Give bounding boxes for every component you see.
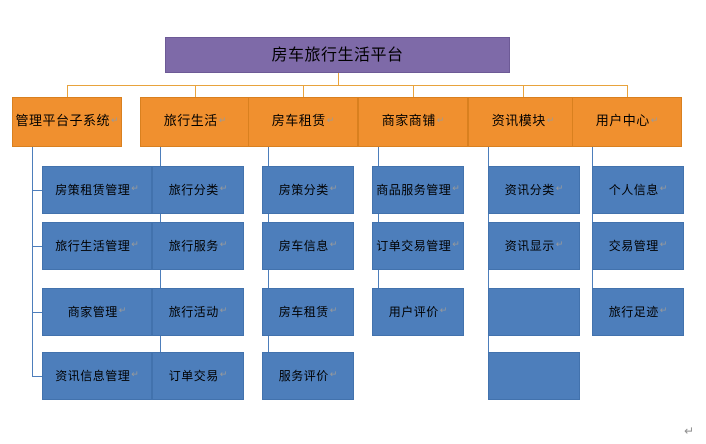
level2-node-0[interactable]: 管理平台子系统↵	[12, 97, 122, 147]
level3-node-0-0[interactable]: 房策租赁管理↵	[42, 166, 152, 214]
level2-node-3[interactable]: 商家商铺↵	[358, 97, 468, 147]
root-node: 房车旅行生活平台	[165, 37, 510, 73]
paragraph-mark: ↵	[659, 184, 668, 195]
level3-node-0-0-label: 房策租赁管理	[55, 182, 131, 197]
paragraph-mark: ↵	[219, 184, 228, 195]
level3-node-3-0-label: 商品服务管理	[376, 182, 452, 197]
paragraph-mark: ↵	[329, 240, 338, 251]
paragraph-mark: ↵	[659, 306, 668, 317]
level3-node-1-3-label: 订单交易	[168, 368, 219, 383]
level3-node-0-3[interactable]: 资讯信息管理↵	[42, 352, 152, 400]
level3-node-2-0-label: 房策分类	[278, 182, 329, 197]
level3-node-3-1-label: 订单交易管理	[376, 238, 452, 253]
level3-node-2-2-label: 房车租赁	[278, 304, 329, 319]
level3-node-0-3-label: 资讯信息管理	[55, 368, 131, 383]
paragraph-mark: ↵	[131, 240, 139, 251]
level3-node-1-1-label: 旅行服务	[168, 238, 219, 253]
level2-node-1-label: 旅行生活	[163, 113, 218, 129]
level2-drop-connector-1	[195, 85, 196, 98]
level3-node-0-1-label: 旅行生活管理	[55, 238, 131, 253]
paragraph-mark: ↵	[439, 306, 448, 317]
paragraph-mark: ↵	[436, 116, 445, 127]
level2-drop-connector-2	[303, 85, 304, 98]
level2-drop-connector-3	[413, 85, 414, 98]
level3-node-4-1[interactable]: 资讯显示↵	[488, 222, 580, 270]
paragraph-mark: ↵	[219, 370, 228, 381]
paragraph-mark: ↵	[118, 306, 127, 317]
paragraph-mark: ↵	[219, 240, 228, 251]
level3-node-0-1[interactable]: 旅行生活管理↵	[42, 222, 152, 270]
level3-elbow-connector-0-2	[32, 312, 43, 313]
level3-node-5-0-label: 个人信息	[608, 182, 659, 197]
level3-node-2-3-label: 服务评价	[278, 368, 329, 383]
root-stem-connector	[338, 73, 339, 86]
paragraph-mark: ↵	[110, 116, 119, 127]
level3-node-2-0[interactable]: 房策分类↵	[262, 166, 354, 214]
level3-node-1-1[interactable]: 旅行服务↵	[152, 222, 244, 270]
level2-node-2-label: 房车租赁	[271, 113, 326, 129]
paragraph-mark: ↵	[452, 240, 460, 251]
level3-node-1-3[interactable]: 订单交易↵	[152, 352, 244, 400]
level3-elbow-connector-0-0	[32, 190, 43, 191]
level3-node-0-2-label: 商家管理	[67, 304, 118, 319]
level3-node-1-2[interactable]: 旅行活动↵	[152, 288, 244, 336]
paragraph-mark: ↵	[218, 116, 227, 127]
paragraph-mark: ↵	[326, 116, 335, 127]
paragraph-mark: ↵	[546, 116, 555, 127]
level3-node-5-0[interactable]: 个人信息↵	[592, 166, 684, 214]
level2-node-4[interactable]: 资讯模块↵	[468, 97, 578, 147]
level3-node-4-3[interactable]	[488, 352, 580, 400]
level2-drop-connector-0	[67, 85, 68, 98]
paragraph-mark: ↵	[131, 184, 139, 195]
paragraph-mark: ↵	[555, 240, 564, 251]
level3-node-5-2[interactable]: 旅行足迹↵	[592, 288, 684, 336]
level3-node-3-2-label: 用户评价	[388, 304, 439, 319]
paragraph-mark: ↵	[329, 370, 338, 381]
level2-drop-connector-4	[523, 85, 524, 98]
paragraph-mark: ↵	[452, 184, 460, 195]
level3-node-4-0-label: 资讯分类	[504, 182, 555, 197]
level3-node-2-1[interactable]: 房车信息↵	[262, 222, 354, 270]
paragraph-mark: ↵	[219, 306, 228, 317]
paragraph-mark-footer: ↵	[684, 424, 695, 438]
level3-node-2-1-label: 房车信息	[278, 238, 329, 253]
level3-node-5-1-label: 交易管理	[608, 238, 659, 253]
level2-node-1[interactable]: 旅行生活↵	[140, 97, 250, 147]
root-node-label: 房车旅行生活平台	[271, 45, 404, 64]
level3-node-3-0[interactable]: 商品服务管理↵	[372, 166, 464, 214]
level3-elbow-connector-0-3	[32, 376, 43, 377]
level2-node-4-label: 资讯模块	[491, 113, 546, 129]
level2-node-0-label: 管理平台子系统	[15, 113, 110, 129]
level3-node-5-2-label: 旅行足迹	[608, 304, 659, 319]
level2-drop-connector-5	[627, 85, 628, 98]
level3-node-4-2[interactable]	[488, 288, 580, 336]
level3-node-1-2-label: 旅行活动	[168, 304, 219, 319]
level3-node-2-2[interactable]: 房车租赁↵	[262, 288, 354, 336]
level3-node-1-0-label: 旅行分类	[168, 182, 219, 197]
level2-node-2[interactable]: 房车租赁↵	[248, 97, 358, 147]
level3-node-2-3[interactable]: 服务评价↵	[262, 352, 354, 400]
level3-spine-connector-0	[32, 147, 33, 377]
paragraph-mark: ↵	[650, 116, 659, 127]
level3-elbow-connector-0-1	[32, 246, 43, 247]
paragraph-mark: ↵	[659, 240, 668, 251]
level3-node-4-1-label: 资讯显示	[504, 238, 555, 253]
level3-node-5-1[interactable]: 交易管理↵	[592, 222, 684, 270]
paragraph-mark: ↵	[555, 184, 564, 195]
level3-node-4-0[interactable]: 资讯分类↵	[488, 166, 580, 214]
level2-bus-connector	[67, 85, 628, 86]
level3-node-3-1[interactable]: 订单交易管理↵	[372, 222, 464, 270]
level3-node-3-2[interactable]: 用户评价↵	[372, 288, 464, 336]
paragraph-mark: ↵	[329, 306, 338, 317]
level2-node-5[interactable]: 用户中心↵	[572, 97, 682, 147]
level2-node-5-label: 用户中心	[595, 113, 650, 129]
paragraph-mark: ↵	[329, 184, 338, 195]
level3-node-1-0[interactable]: 旅行分类↵	[152, 166, 244, 214]
level2-node-3-label: 商家商铺	[381, 113, 436, 129]
paragraph-mark: ↵	[131, 370, 139, 381]
level3-node-0-2[interactable]: 商家管理↵	[42, 288, 152, 336]
